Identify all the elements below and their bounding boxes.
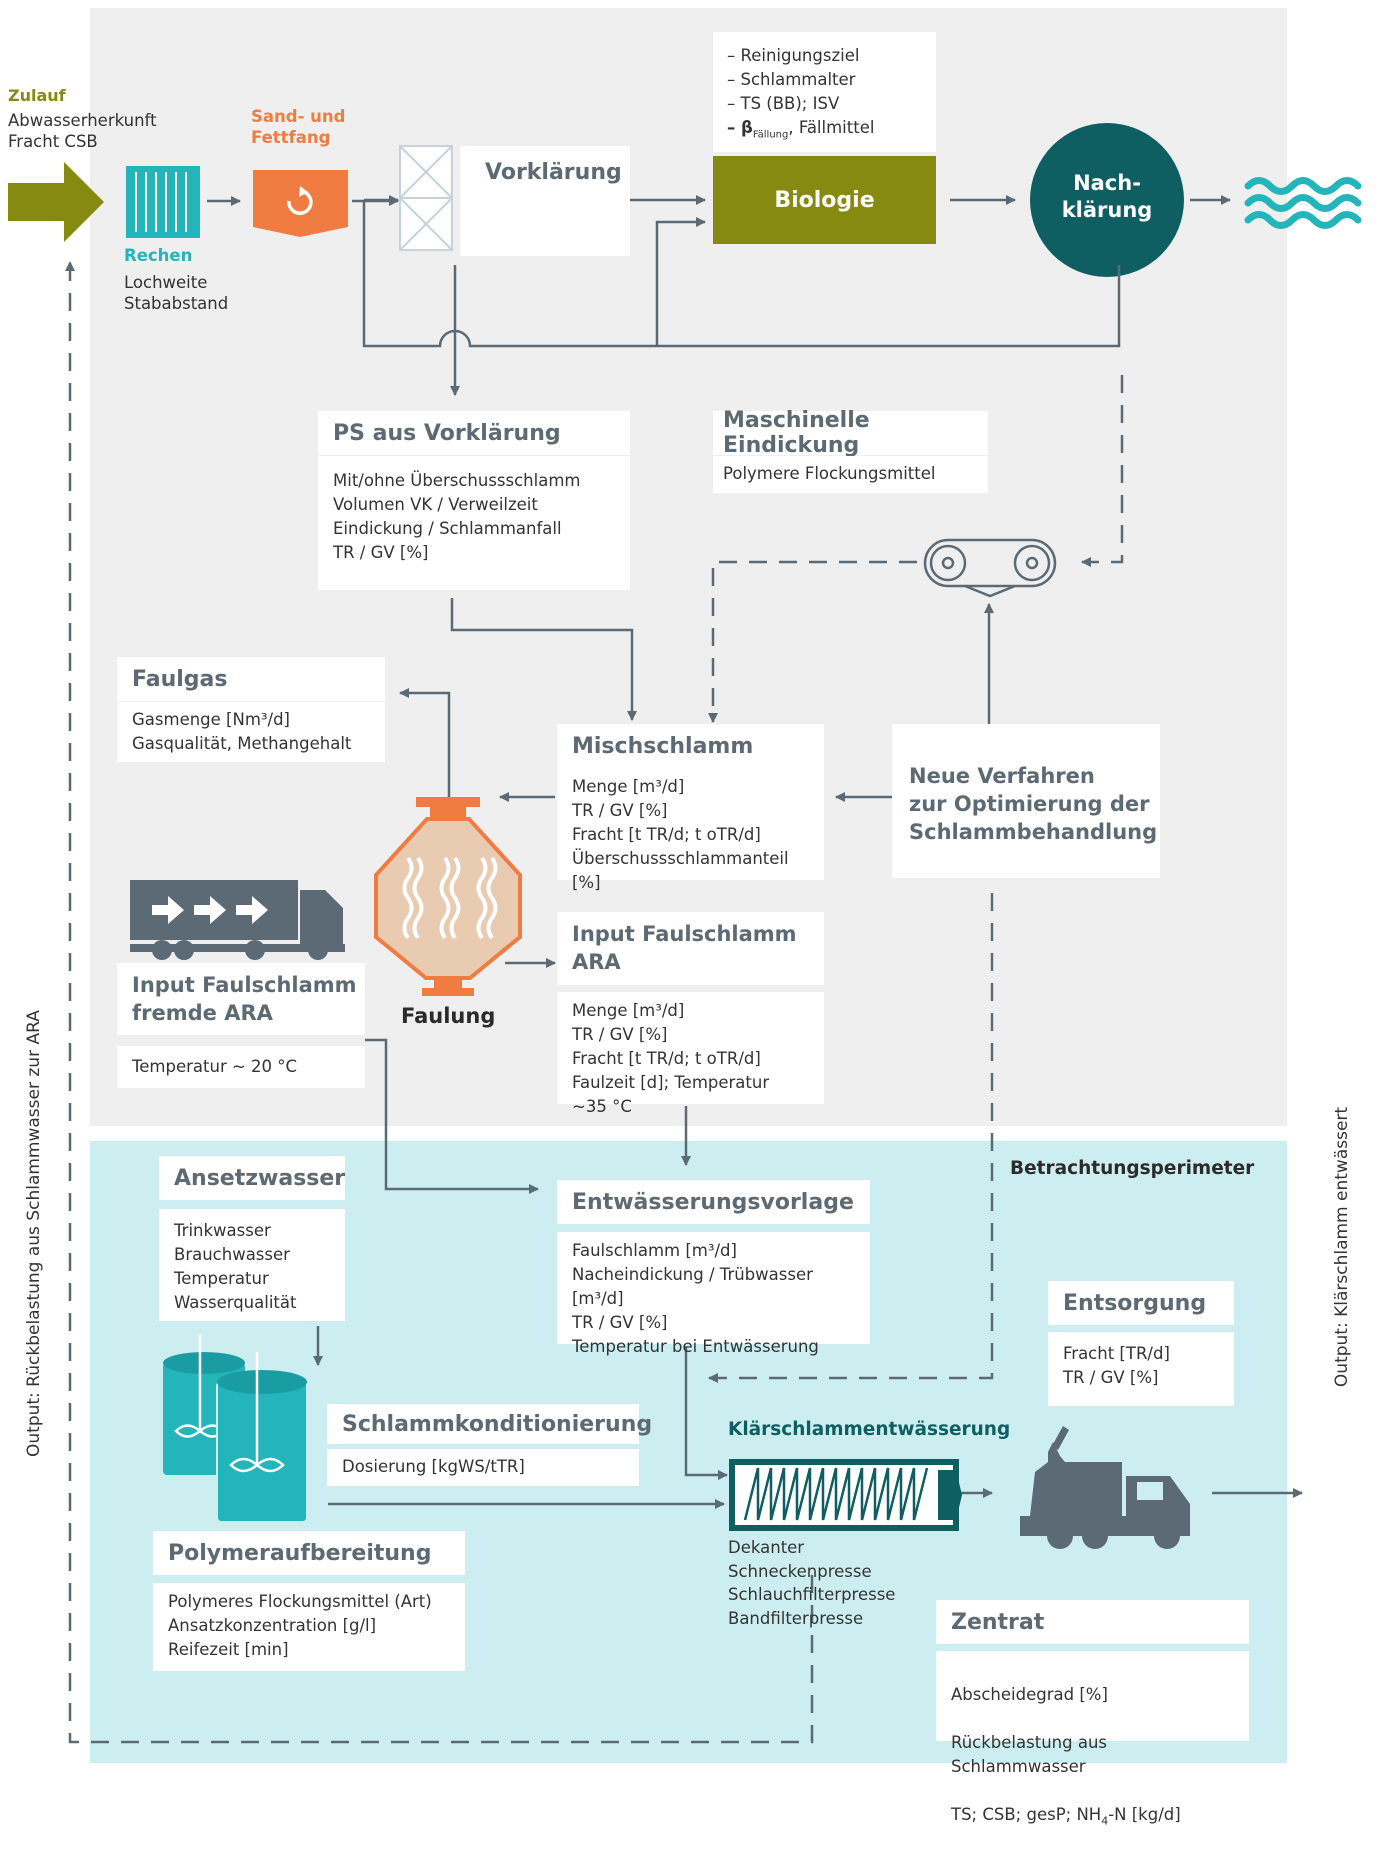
input-ara-lines: Menge [m³/d] TR / GV [%] Fracht [t TR/d;… bbox=[557, 992, 824, 1116]
ansetz-title: Ansetzwasser bbox=[159, 1156, 345, 1200]
biologie-item-3: – TS (BB); ISV bbox=[727, 94, 840, 113]
vorklaerung-box: Vorklärung bbox=[460, 146, 630, 256]
beta-sub: Fällung bbox=[752, 129, 789, 141]
biologie-params: – Reinigungsziel – Schlammalter – TS (BB… bbox=[713, 32, 936, 152]
me-lines: Polymere Flockungsmittel bbox=[713, 456, 988, 493]
inflow-arrow bbox=[8, 162, 104, 242]
nachklaerung-circle bbox=[1030, 123, 1184, 277]
disposal-truck-icon bbox=[1020, 1426, 1190, 1549]
entw-vorlage-title: Entwässerungsvorlage bbox=[557, 1180, 870, 1224]
zulauf-lines: Abwasserherkunft Fracht CSB bbox=[8, 111, 157, 151]
zentrat-line-3-sub: 4 bbox=[1101, 1814, 1109, 1828]
rechen-icon bbox=[126, 166, 200, 238]
beta-suffix: , Fällmittel bbox=[788, 118, 875, 137]
beta-prefix: – β bbox=[727, 118, 753, 137]
misch-lines: Menge [m³/d] TR / GV [%] Fracht [t TR/d;… bbox=[557, 768, 824, 892]
ps-title: PS aus Vorklärung bbox=[318, 411, 630, 455]
zentrat-title: Zentrat bbox=[936, 1600, 1249, 1644]
neue-verfahren-title: Neue Verfahren zur Optimierung der Schla… bbox=[909, 764, 1158, 844]
input-ara-title-box: Input Faulschlamm ARA bbox=[557, 912, 824, 985]
polymer-title: Polymeraufbereitung bbox=[153, 1531, 465, 1575]
polymer-tanks-icon bbox=[163, 1334, 308, 1523]
biologie-title: Biologie bbox=[774, 187, 875, 213]
neue-verfahren-box: Neue Verfahren zur Optimierung der Schla… bbox=[892, 724, 1160, 878]
zentrat-line-3: TS; CSB; gesP; NH4-N [kg/d] bbox=[951, 1803, 1234, 1833]
import-truck-icon bbox=[130, 880, 345, 960]
sandfang-icon bbox=[253, 170, 348, 237]
input-fremd-title-box: Input Faulschlamm fremde ARA bbox=[117, 963, 365, 1035]
ps-lines: Mit/ohne Überschussschlamm Volumen VK / … bbox=[318, 456, 630, 590]
input-ara-title: Input Faulschlamm ARA bbox=[572, 922, 797, 974]
zentrat-lines: Abscheidegrad [%] Rückbelastung aus Schl… bbox=[936, 1651, 1249, 1827]
klaerschlamm-lines: Dekanter Schneckenpresse Schlauchfilterp… bbox=[728, 1538, 896, 1628]
biologie-item-1: – Reinigungsziel bbox=[727, 46, 860, 65]
rechen-lines: Lochweite Stababstand bbox=[124, 273, 229, 313]
biologie-item-2: – Schlammalter bbox=[727, 70, 856, 89]
input-fremd-lines: Temperatur ~ 20 °C bbox=[117, 1046, 365, 1088]
water-output-icon bbox=[1244, 177, 1362, 229]
vorklaerung-icon bbox=[399, 145, 453, 251]
nachklaerung-title: Nach- klärung bbox=[1061, 171, 1153, 222]
zentrat-line-1: Abscheidegrad [%] bbox=[951, 1685, 1108, 1704]
zulauf-title: Zulauf bbox=[8, 86, 66, 105]
zentrat-line-3-prefix: TS; CSB; gesP; NH bbox=[951, 1805, 1102, 1824]
konditionierung-lines: Dosierung [kgWS/tTR] bbox=[327, 1449, 639, 1486]
entsorgung-lines: Fracht [TR/d] TR / GV [%] bbox=[1048, 1332, 1234, 1406]
zentrat-line-3-suffix: -N [kg/d] bbox=[1108, 1805, 1181, 1824]
zentrat-line-2: Rückbelastung aus Schlammwasser bbox=[951, 1733, 1107, 1776]
klaerschlamm-title: Klärschlammentwässerung bbox=[728, 1419, 1011, 1440]
entwaesserung-press-icon bbox=[729, 1459, 962, 1531]
sandfang-title: Sand- und Fettfang bbox=[251, 107, 346, 147]
misch-title: Mischschlamm bbox=[557, 724, 824, 768]
polymer-lines: Polymeres Flockungsmittel (Art) Ansatzko… bbox=[153, 1583, 465, 1671]
output-right-label: Output: Klärschlamm entwässert bbox=[1332, 1106, 1352, 1388]
me-title: Maschinelle Eindickung bbox=[713, 408, 988, 458]
entw-vorlage-lines: Faulschlamm [m³/d] Nacheindickung / Trüb… bbox=[557, 1232, 870, 1356]
konditionierung-title: Schlammkonditionierung bbox=[327, 1404, 652, 1444]
faulung-title: Faulung bbox=[401, 1004, 496, 1028]
faulgas-lines: Gasmenge [Nm³/d] Gasqualität, Methangeha… bbox=[117, 702, 385, 762]
input-fremd-title: Input Faulschlamm fremde ARA bbox=[132, 973, 357, 1025]
biologie-box: Biologie bbox=[713, 156, 936, 244]
faulgas-title: Faulgas bbox=[117, 657, 385, 701]
flow-diagram bbox=[8, 123, 1362, 1744]
faulung-icon bbox=[374, 797, 522, 996]
eindickung-icon bbox=[923, 538, 1057, 598]
vorklaerung-title: Vorklärung bbox=[485, 160, 622, 185]
biologie-item-4: – βFällung, Fällmittel bbox=[727, 116, 922, 147]
ansetz-lines: Trinkwasser Brauchwasser Temperatur Wass… bbox=[159, 1209, 345, 1321]
output-left-label: Output: Rückbelastung aus Schlammwasser … bbox=[24, 1010, 44, 1457]
entsorgung-title: Entsorgung bbox=[1048, 1281, 1234, 1325]
rechen-title: Rechen bbox=[124, 246, 193, 265]
perimeter-title: Betrachtungsperimeter bbox=[1010, 1158, 1255, 1179]
